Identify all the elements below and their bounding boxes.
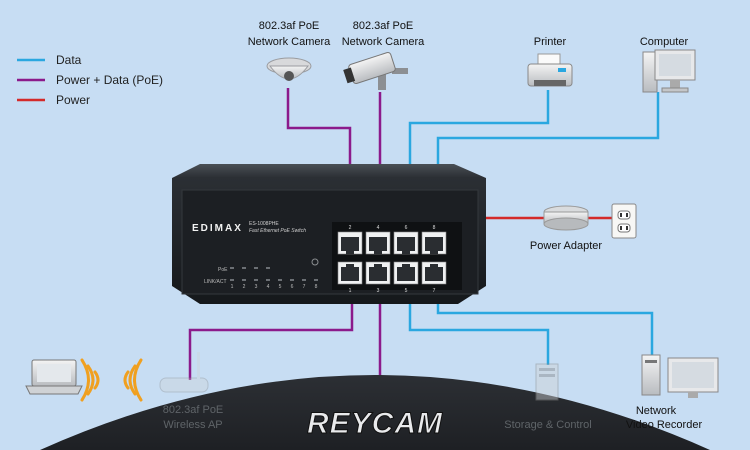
- led-number: 7: [303, 284, 306, 290]
- led-link-label: LINK/ACT: [204, 279, 227, 285]
- storage-icon: [535, 363, 559, 401]
- ethernet-port: [337, 261, 363, 285]
- nvr-label-line1: Network: [636, 405, 677, 417]
- ethernet-port: [393, 261, 419, 285]
- link-led: [302, 279, 306, 281]
- port-number: 8: [433, 225, 436, 231]
- wireless-signal-icon: [80, 358, 143, 402]
- led-number: 3: [255, 284, 258, 290]
- nvr-label-line2: Video Recorder: [626, 419, 703, 431]
- power-adapter-icon: [543, 205, 589, 231]
- computer-label: Computer: [640, 36, 689, 48]
- link-led: [314, 279, 318, 281]
- poe-led: [230, 267, 234, 269]
- ethernet-port: [393, 231, 419, 255]
- connection-lines: [188, 88, 660, 390]
- wireless-ap-label-line1: 802.3af PoE: [163, 404, 224, 416]
- link-led: [230, 279, 234, 281]
- laptop-icon: [25, 359, 83, 395]
- legend-poe-label: Power + Data (PoE): [56, 73, 163, 87]
- printer-label: Printer: [534, 36, 567, 48]
- wireless-ap-icon: [159, 352, 209, 393]
- camera2-label-line2: Network Camera: [342, 36, 425, 48]
- led-number: 8: [315, 284, 318, 290]
- port-number: 6: [405, 225, 408, 231]
- poe-led: [242, 267, 246, 269]
- bullet-camera-icon: [343, 51, 408, 90]
- storage-label: Storage & Control: [504, 419, 591, 431]
- power-led: [311, 258, 319, 266]
- ethernet-port: [365, 231, 391, 255]
- camera1-label-line2: Network Camera: [248, 36, 331, 48]
- wireless-ap-label-line2: Wireless AP: [163, 419, 222, 431]
- port-number: 5: [405, 288, 408, 294]
- storage-data-line: [408, 290, 550, 365]
- link-led: [254, 279, 258, 281]
- poe-led: [254, 267, 258, 269]
- watermark-logo: REYCAM: [307, 407, 443, 440]
- port-number: 3: [377, 288, 380, 294]
- led-number: 4: [267, 284, 270, 290]
- legend: Data Power + Data (PoE) Power: [17, 53, 163, 107]
- port-number: 2: [349, 225, 352, 231]
- wall-outlet-icon: [611, 203, 637, 239]
- port-number: 1: [349, 288, 352, 294]
- computer-icon: [642, 49, 696, 93]
- printer-icon: [527, 53, 573, 87]
- led-number: 1: [231, 284, 234, 290]
- led-poe-label: PoE: [218, 267, 228, 273]
- port-number: 4: [377, 225, 380, 231]
- bottom-arc-overlay: [40, 375, 710, 450]
- link-led: [242, 279, 246, 281]
- ethernet-port: [421, 261, 447, 285]
- ap-poe-line: [188, 290, 354, 380]
- link-led: [278, 279, 282, 281]
- link-led: [290, 279, 294, 281]
- led-number: 6: [291, 284, 294, 290]
- camera2-label-line1: 802.3af PoE: [353, 20, 414, 32]
- dome-camera-icon: [266, 57, 312, 81]
- led-number: 5: [279, 284, 282, 290]
- switch-subtitle: Fast Ethernet PoE Switch: [249, 228, 306, 234]
- nvr-data-line: [436, 290, 654, 355]
- switch-brand: EDIMAX: [192, 223, 243, 234]
- led-number: 2: [243, 284, 246, 290]
- power-adapter-label: Power Adapter: [530, 240, 602, 252]
- link-led: [266, 279, 270, 281]
- port-number: 7: [433, 288, 436, 294]
- poe-switch: EDIMAX ES-1008PHE Fast Ethernet PoE Swit…: [172, 164, 486, 304]
- switch-model: ES-1008PHE: [249, 221, 279, 227]
- nvr-icon: [641, 354, 719, 398]
- poe-led: [266, 267, 270, 269]
- legend-data-label: Data: [56, 53, 82, 67]
- camera1-label-line1: 802.3af PoE: [259, 20, 320, 32]
- ethernet-port: [365, 261, 391, 285]
- ethernet-port: [421, 231, 447, 255]
- ethernet-port: [337, 231, 363, 255]
- legend-power-label: Power: [56, 93, 90, 107]
